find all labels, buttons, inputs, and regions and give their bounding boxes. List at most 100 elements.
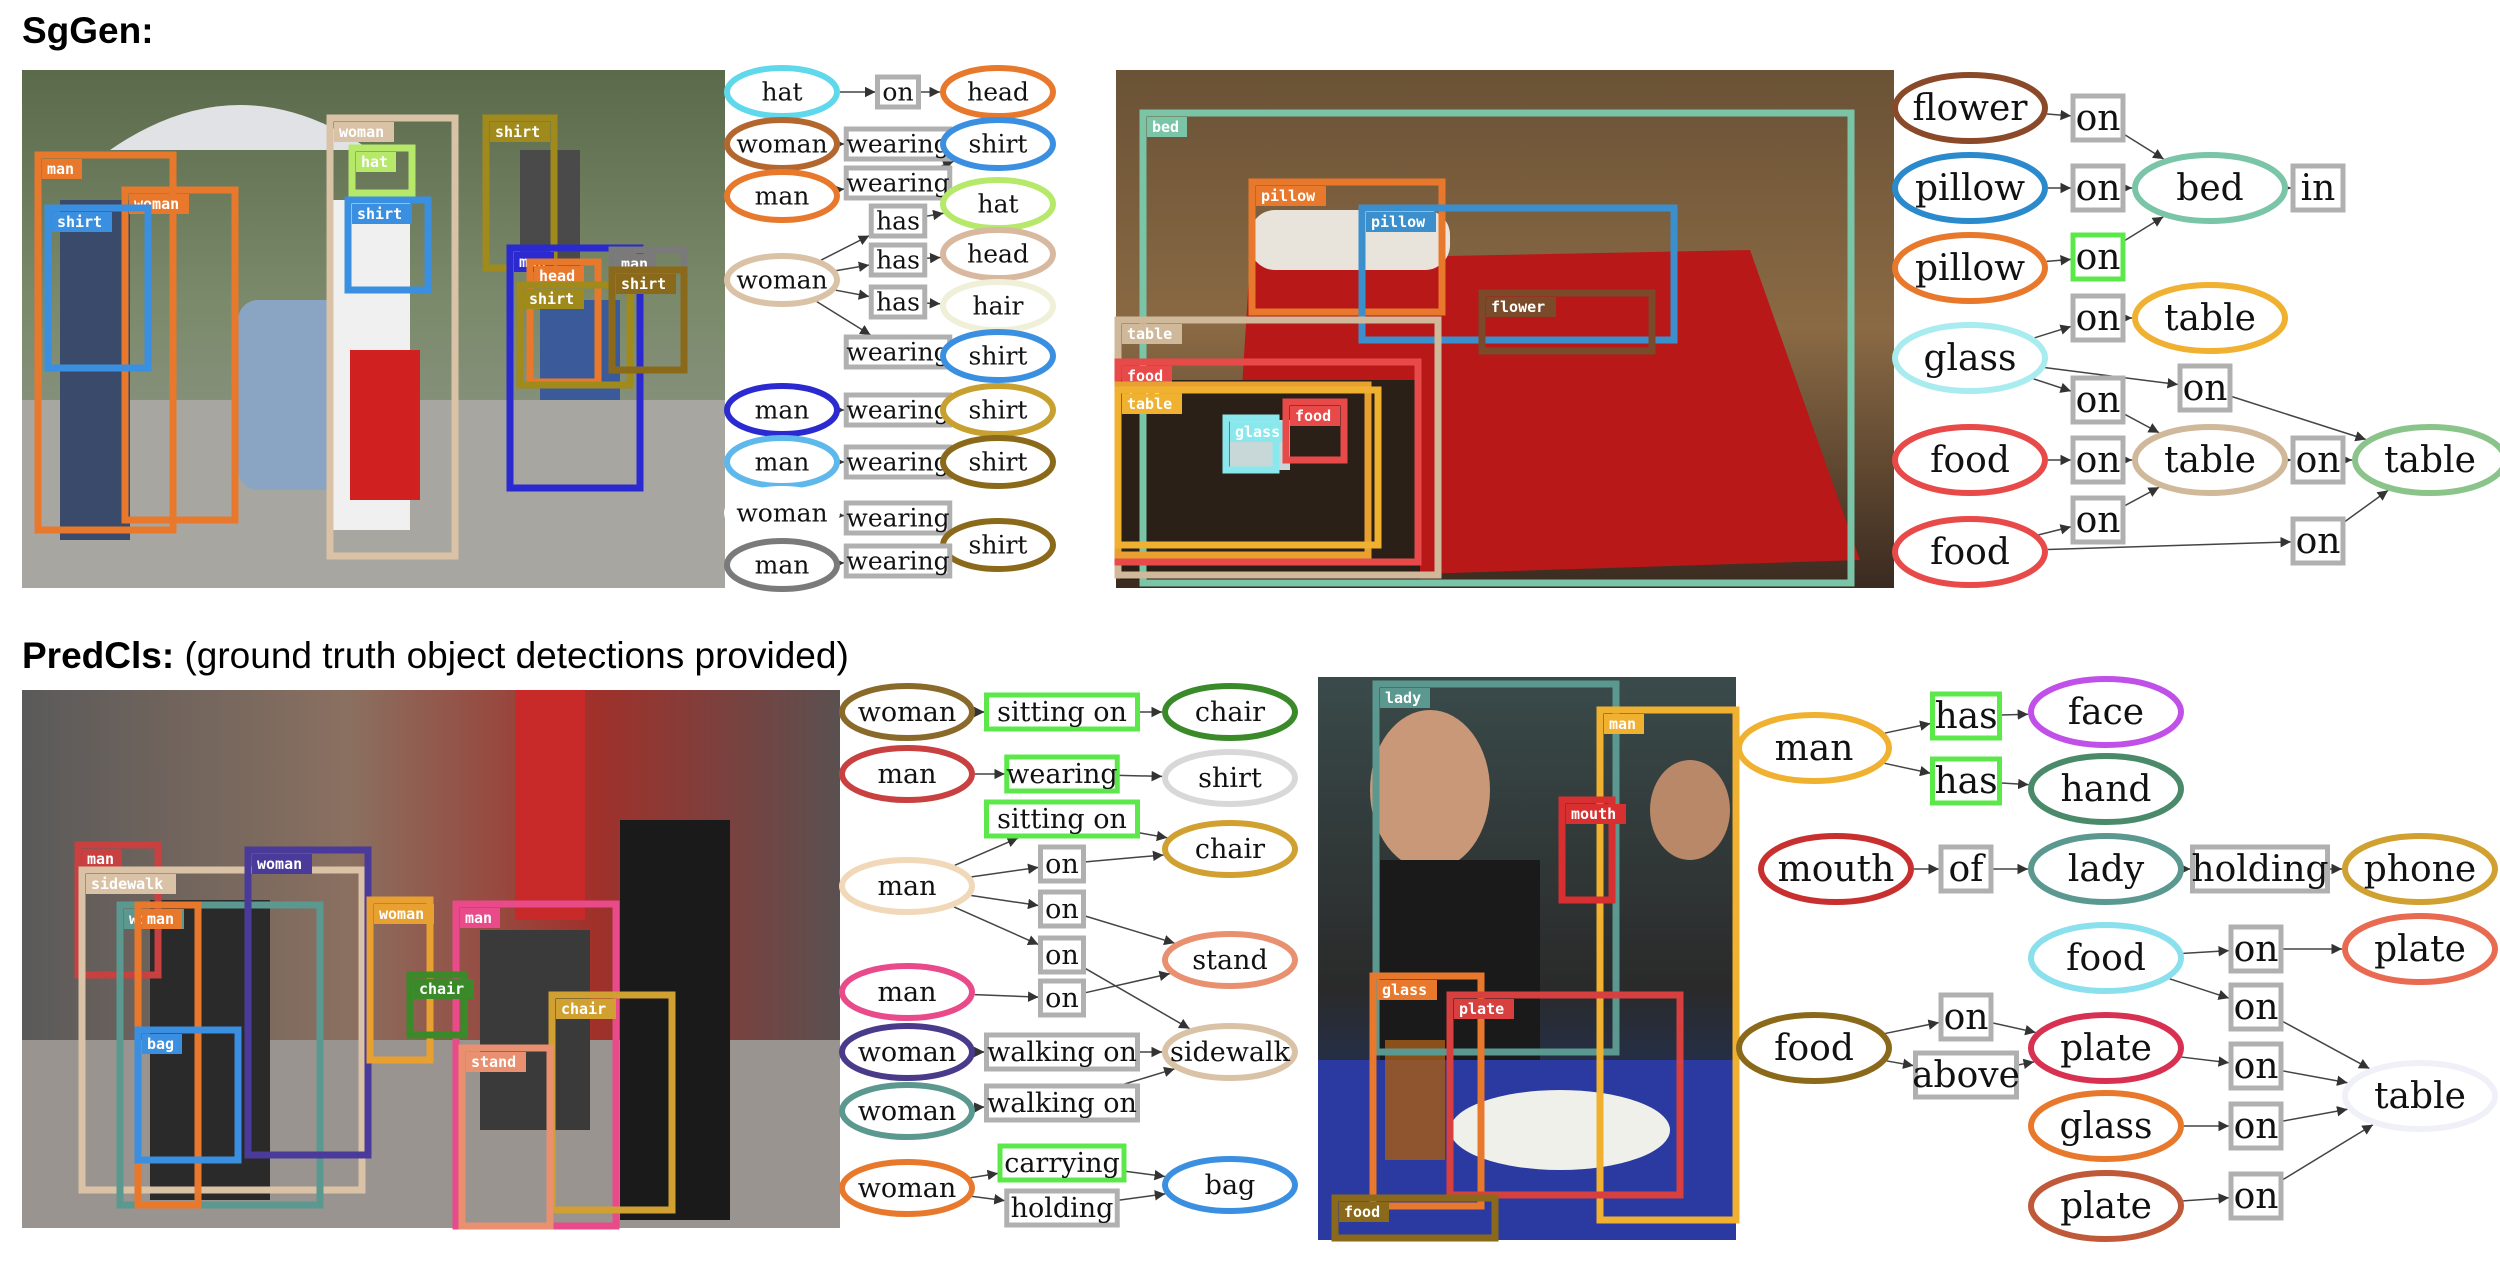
- panel3-node-label: woman: [858, 697, 956, 728]
- panel1-node-head: head: [940, 65, 1056, 119]
- panel2-edge: [2231, 395, 2367, 442]
- panel2-node-food: food: [1892, 516, 2048, 588]
- panel1-node-woman: woman: [724, 253, 840, 307]
- panel4-node-label: food: [2066, 938, 2146, 979]
- panel3-node-on: on: [1038, 935, 1086, 975]
- panel2-box-label: food: [1295, 407, 1331, 425]
- panel3-box-chair: chair: [406, 971, 474, 1039]
- panel2-node-label: flower: [1912, 88, 2028, 129]
- panel1-node-has: has: [868, 203, 928, 239]
- panel2-node-glass: glass: [1892, 322, 2048, 394]
- panel2-node-label: on: [2076, 380, 2121, 421]
- panel3-node-label: sitting on: [997, 804, 1127, 835]
- panel4-edge: [2183, 1193, 2230, 1204]
- panel1-node-on: on: [875, 74, 921, 110]
- panel3-box-label: bag: [147, 1035, 174, 1053]
- panel4-edge: [1992, 1022, 2036, 1036]
- panel1-node-man: man: [724, 435, 840, 489]
- panel3-node-on: on: [1038, 889, 1086, 929]
- panel2-node-label: glass: [1924, 338, 2017, 379]
- panel2-node-in: in: [2290, 163, 2346, 213]
- panel4-node-label: plate: [2374, 929, 2466, 970]
- panel2-edge: [2047, 536, 2292, 551]
- panel4-box-lady: lady: [1372, 680, 1620, 1056]
- panel3-node-woman: woman: [839, 683, 975, 741]
- panel4-box-label: food: [1344, 1203, 1380, 1221]
- panel4-box-food: food: [1331, 1194, 1499, 1242]
- panel2-node-table: table: [2132, 282, 2288, 354]
- panel1-node-label: wearing: [846, 396, 949, 425]
- panel1-node-wearing: wearing: [843, 444, 953, 480]
- panel4-box-glass: glass: [1369, 972, 1485, 1210]
- panel3-node-label: holding: [1011, 1193, 1114, 1224]
- panel4-node-has: has: [1930, 691, 2002, 741]
- panel4-node-label: has: [1934, 696, 1997, 737]
- panel3-node-label: on: [1045, 894, 1079, 925]
- panel3-node-label: walking on: [987, 1088, 1137, 1119]
- panel3-node-man: man: [839, 857, 975, 915]
- panel3-node-label: woman: [858, 1173, 956, 1204]
- panel2-box-label: pillow: [1371, 213, 1426, 231]
- panel2-node-label: on: [2076, 237, 2121, 278]
- panel1-box-shirt: shirt: [608, 266, 688, 374]
- panel4-edge: [1885, 1019, 1940, 1035]
- panel3-node-label: bag: [1205, 1170, 1256, 1201]
- panel3-node-man: man: [839, 963, 975, 1021]
- panel1-node-has: has: [868, 284, 928, 320]
- panel2-box-table: table: [1114, 386, 1382, 549]
- panel3-node-label: wearing: [1006, 759, 1117, 790]
- panel4-node-label: of: [1949, 849, 1987, 890]
- panel1-node-label: shirt: [969, 130, 1028, 159]
- panel2-node-pillow: pillow: [1892, 152, 2048, 224]
- panel2-node-on: on: [2070, 375, 2126, 425]
- panel3-edge: [1085, 850, 1164, 863]
- panel4-node-label: mouth: [1778, 849, 1895, 890]
- panel3-node-label: stand: [1192, 945, 1267, 976]
- panel3-node-on: on: [1038, 978, 1086, 1018]
- panel4-node-glass: glass: [2028, 1090, 2184, 1162]
- panel1-node-label: woman: [736, 266, 827, 295]
- panel2-boxes: bedpillowpillowflowertablefoodtabletable…: [1114, 109, 1855, 587]
- panel4-edge: [2282, 1105, 2348, 1122]
- panel2-edge: [2034, 324, 2072, 339]
- panel3-node-chair: chair: [1162, 683, 1298, 741]
- panel1-node-wearing: wearing: [843, 543, 953, 579]
- panel3-edge: [1139, 830, 1168, 842]
- panel3-node-label: on: [1045, 983, 1079, 1014]
- panel4-edge: [1884, 762, 1931, 777]
- panel1-edge: [833, 184, 845, 196]
- panel2-photo: [1116, 70, 1894, 588]
- panel3-edge: [1119, 1190, 1166, 1201]
- panel4-node-label: on: [2234, 1176, 2279, 1217]
- panel4-node-label: hand: [2061, 769, 2152, 810]
- panel1-node-shirt: shirt: [940, 383, 1056, 437]
- panel4-node-hand: hand: [2028, 753, 2184, 825]
- panel2-node-label: on: [2076, 440, 2121, 481]
- panel4-node-label: holding: [2191, 849, 2328, 890]
- panel4-node-label: on: [2234, 1106, 2279, 1147]
- panel2-node-label: on: [2183, 368, 2228, 409]
- panel1-edge: [926, 209, 944, 221]
- panel3-box-bag: bag: [134, 1026, 242, 1164]
- panel4-node-holding: holding: [2190, 844, 2330, 894]
- panel4-edge: [2282, 1020, 2370, 1070]
- panel4-node-on: on: [2228, 1041, 2284, 1091]
- panel2-node-label: in: [2301, 168, 2336, 209]
- panel1-edge: [835, 289, 870, 300]
- panel4-edge: [2183, 946, 2230, 957]
- panel3-edge: [1125, 1169, 1166, 1181]
- panel2-node-flower: flower: [1892, 72, 2048, 144]
- panel2-node-on: on: [2070, 93, 2126, 143]
- panel1-node-label: wearing: [846, 169, 949, 198]
- panel2-edge: [2344, 489, 2389, 523]
- panel3-node-woman: woman: [839, 1082, 975, 1140]
- panel2-edge: [2038, 524, 2072, 536]
- panel2-box-label: flower: [1491, 298, 1545, 316]
- sggen-heading-text: SgGen:: [22, 10, 154, 51]
- panel4-node-label: plate: [2060, 1186, 2152, 1227]
- panel4-edge: [2282, 1124, 2374, 1181]
- panel3-node-holding: holding: [1004, 1188, 1120, 1228]
- panel4-node-label: plate: [2060, 1028, 2152, 1069]
- panel3-edge: [974, 991, 1039, 1002]
